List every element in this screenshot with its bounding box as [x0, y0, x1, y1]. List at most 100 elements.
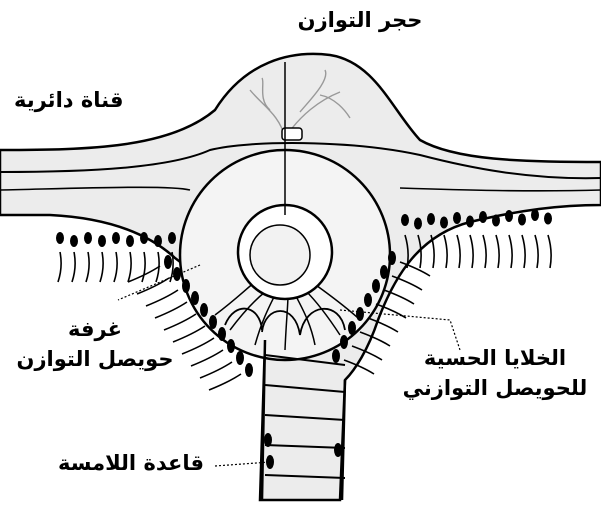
epithelium-nucleus-left: [84, 232, 92, 244]
epithelium-nucleus-left: [126, 235, 134, 247]
wall-hair-left: [199, 361, 233, 379]
wall-hair-left: [172, 325, 206, 343]
wall-nucleus-left: [218, 327, 226, 341]
label-sensory-cells-line2: للحويصل التوازني: [402, 376, 588, 400]
wall-nucleus-right: [348, 321, 356, 335]
dome-nerve-branches: [249, 69, 351, 139]
epithelium-nucleus-right: [466, 215, 474, 228]
stem-nucleus: [264, 433, 272, 447]
external-hair-right: [417, 234, 422, 269]
leader-contact-base: [214, 461, 271, 467]
wall-hair-left: [181, 337, 215, 355]
label-statolith: حجر التوازن: [297, 8, 423, 32]
wall-nucleus-right: [332, 349, 340, 363]
statolith-core: [249, 224, 311, 286]
external-hair-right: [508, 234, 513, 269]
epithelium-nucleus-right: [518, 213, 526, 226]
external-hair-right: [469, 234, 474, 269]
statolith-layer: [236, 62, 334, 301]
external-hair-left: [141, 251, 146, 283]
wall-nucleus-left: [191, 291, 199, 305]
cell-layer: [56, 209, 552, 469]
external-hair-left: [99, 251, 104, 283]
wall-nucleus-left: [173, 267, 181, 281]
wall-hair-right: [367, 317, 399, 333]
external-hair-right: [482, 234, 487, 269]
external-hair-right: [456, 234, 461, 269]
contact-base-layer: [260, 339, 347, 501]
epithelium-nucleus-left: [168, 232, 176, 244]
epithelium-nucleus-left: [56, 232, 64, 244]
epithelium-nucleus-left: [112, 232, 120, 244]
wall-nucleus-left: [227, 339, 235, 353]
wall-nucleus-right: [340, 335, 348, 349]
wall-nucleus-left: [182, 279, 190, 293]
wall-hair-left: [154, 301, 188, 319]
external-hair-left: [113, 251, 118, 283]
wall-nucleus-right: [388, 251, 396, 265]
label-utricle-chamber-line1: غرفة: [68, 317, 122, 341]
wall-hair-right: [383, 289, 415, 305]
canal-membrane-inner: [0, 186, 601, 192]
epithelium-nucleus-right: [505, 210, 513, 222]
external-hair-left: [85, 251, 90, 283]
wall-nucleus-left: [236, 351, 244, 365]
wall-nucleus-left: [164, 255, 172, 269]
wall-nucleus-right: [364, 293, 372, 307]
base-stem-bands: [264, 354, 346, 479]
external-hair-left: [169, 251, 174, 283]
external-hair-right: [521, 234, 526, 269]
epithelium-nucleus-right: [414, 217, 422, 230]
wall-nucleus-right: [372, 279, 380, 293]
external-hair-layer: [57, 234, 552, 391]
wall-nucleus-left: [209, 315, 217, 329]
epithelium-nucleus-left: [154, 235, 162, 247]
vesicle-hairs: [214, 281, 359, 351]
wall-nucleus-left: [245, 363, 253, 377]
vesicle-sensory-cells: [224, 307, 346, 336]
external-hair-left: [71, 251, 76, 283]
label-contact-base: قاعدة اللامسة: [58, 451, 204, 475]
external-hair-right: [534, 234, 539, 269]
epithelium-nucleus-right: [492, 214, 500, 227]
epithelium-nucleus-right: [453, 212, 461, 224]
epithelium-nucleus-right: [531, 209, 539, 221]
epithelium-nucleus-right: [544, 212, 552, 225]
wall-hair-right: [399, 261, 431, 277]
wall-hair-left: [163, 313, 197, 331]
wall-hair-left: [127, 265, 161, 283]
canal-membrane: [0, 142, 601, 180]
wall-hair-left: [145, 289, 179, 307]
label-utricle-chamber-line2: حويصل التوازن: [16, 347, 174, 371]
epithelium-nucleus-left: [98, 235, 106, 247]
epithelium-nucleus-right: [479, 211, 487, 223]
epithelium-nucleus-right: [427, 213, 435, 225]
epithelium-nucleus-left: [140, 232, 148, 244]
leader-sensory: [339, 309, 461, 351]
base-stem-outline: [260, 339, 347, 501]
external-hair-left: [127, 251, 132, 283]
wall-hair-right: [343, 359, 375, 375]
stem-nucleus: [334, 443, 342, 457]
label-semicircular-canal: قناة دائرية: [14, 88, 124, 112]
leader-lines: [117, 264, 461, 467]
epithelium-nucleus-right: [401, 214, 409, 226]
wall-hair-right: [391, 275, 423, 291]
wall-hair-left: [190, 349, 224, 367]
external-hair-right: [443, 234, 448, 269]
dome-nucleus: [281, 127, 303, 141]
wall-hair-right: [375, 303, 407, 319]
external-hair-left: [57, 251, 62, 283]
leader-chamber: [117, 264, 201, 301]
stem-nucleus: [266, 455, 274, 469]
label-sensory-cells-line1: الخلايا الحسية: [423, 346, 567, 370]
wall-nucleus-right: [356, 307, 364, 321]
epithelium-nucleus-left: [70, 235, 78, 247]
epithelium-nucleus-right: [440, 216, 448, 229]
wall-hair-right: [359, 331, 391, 347]
wall-nucleus-right: [380, 265, 388, 279]
wall-hair-left: [208, 373, 242, 391]
external-hair-right: [430, 234, 435, 269]
